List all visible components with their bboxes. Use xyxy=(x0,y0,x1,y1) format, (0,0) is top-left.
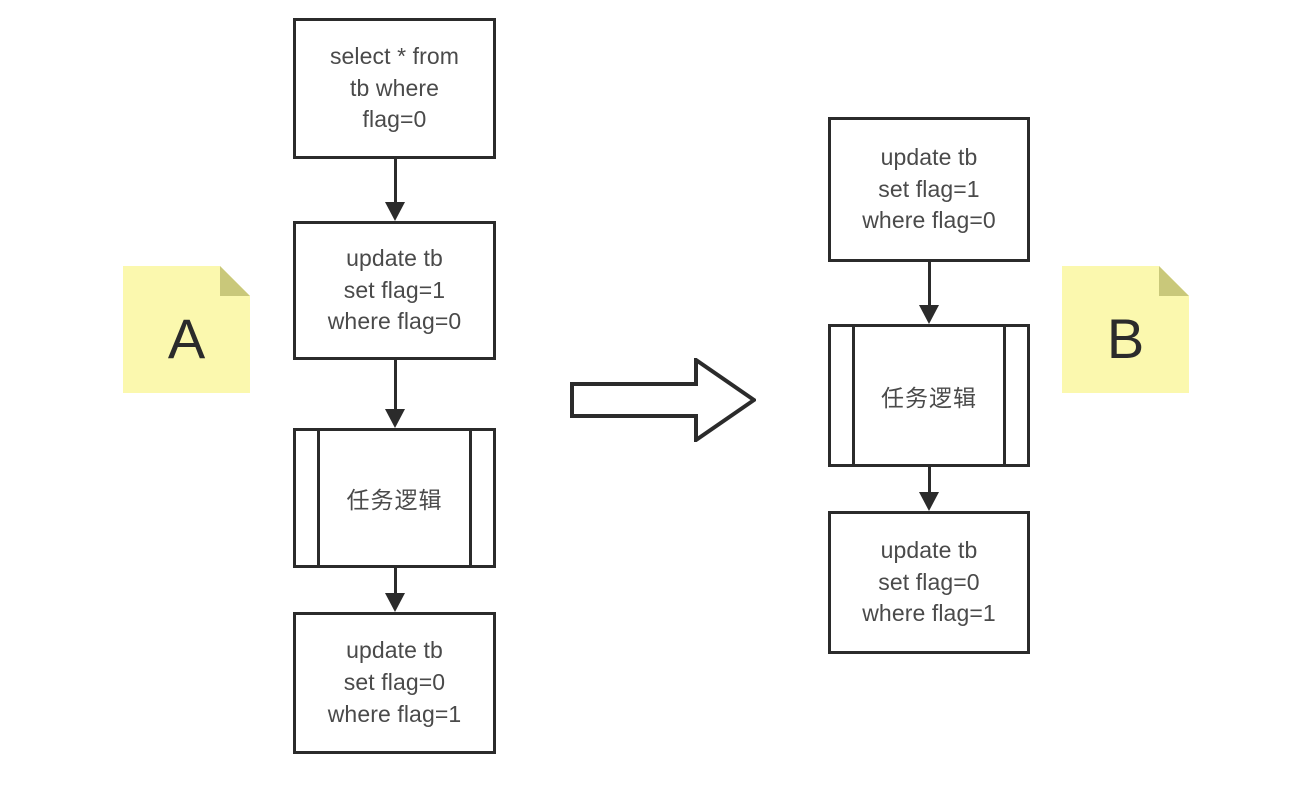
sticky-note-b[interactable]: B xyxy=(1062,266,1189,393)
transform-arrow-icon xyxy=(570,356,758,444)
flow-b-step-2-text: 任务逻辑 xyxy=(881,384,977,411)
transform-arrow xyxy=(570,356,758,444)
flow-a-connector-3-4 xyxy=(384,568,406,612)
flow-a-step-3-text: 任务逻辑 xyxy=(346,487,443,513)
flow-b-step-2-box[interactable]: 任务逻辑 xyxy=(828,324,1030,467)
flow-a-step-2-box[interactable]: update tb set flag=1 where flag=0 xyxy=(293,221,496,360)
flow-a-connector-1-2 xyxy=(384,159,406,221)
sticky-note-b-shape xyxy=(1062,266,1189,393)
flow-b-connector-1-2 xyxy=(918,262,940,324)
flow-a-step-1-box[interactable]: select * from tb where flag=0 xyxy=(293,18,496,159)
flow-a-step-3-box[interactable]: 任务逻辑 xyxy=(293,428,496,568)
flow-b-step-1-box[interactable]: update tb set flag=1 where flag=0 xyxy=(828,117,1030,262)
flow-a-connector-2-3 xyxy=(384,360,406,428)
flow-b-step-2-left-bar xyxy=(852,327,855,464)
flow-b-connector-2-3 xyxy=(918,467,940,511)
sticky-note-a-shape xyxy=(123,266,250,393)
flow-a-step-3-right-bar xyxy=(469,431,472,565)
flow-b-step-3-box[interactable]: update tb set flag=0 where flag=1 xyxy=(828,511,1030,654)
flow-b-step-1-text: update tb set flag=1 where flag=0 xyxy=(862,143,996,234)
flow-a-step-4-text: update tb set flag=0 where flag=1 xyxy=(327,637,462,727)
flow-a-step-2-text: update tb set flag=1 where flag=0 xyxy=(327,244,462,335)
flow-a-step-1-text: select * from tb where flag=0 xyxy=(329,42,460,133)
sticky-note-a[interactable]: A xyxy=(123,266,250,393)
flow-a-step-3-left-bar xyxy=(317,431,320,565)
flow-a-step-4-box[interactable]: update tb set flag=0 where flag=1 xyxy=(293,612,496,754)
flow-b-step-3-text: update tb set flag=0 where flag=1 xyxy=(862,536,996,627)
flow-b-step-2-right-bar xyxy=(1003,327,1006,464)
